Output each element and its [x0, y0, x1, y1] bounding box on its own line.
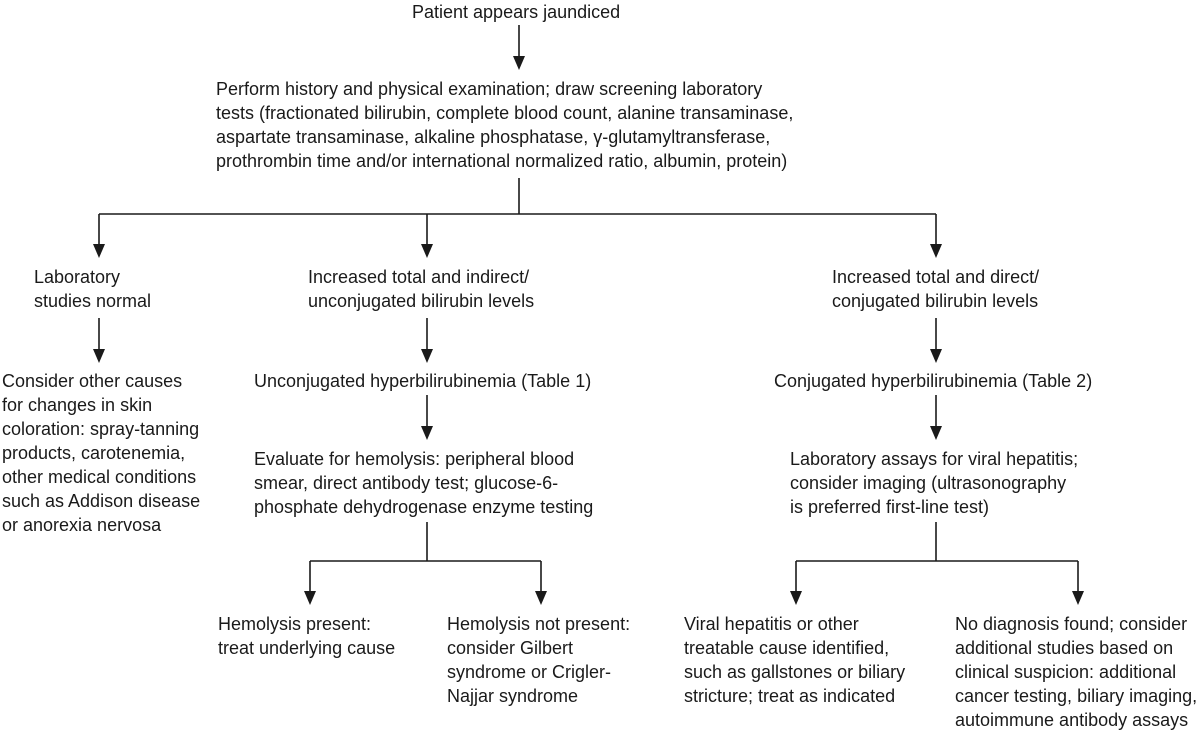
node-other-causes: Consider other causes for changes in ski… [2, 371, 201, 535]
arrow-to-indirect-arrowhead [421, 244, 433, 258]
node-conjugated: Conjugated hyperbilirubinemia (Table 2) [774, 371, 1093, 391]
arrow-unconjugated-to-hemolysis-eval-arrowhead [421, 426, 433, 440]
node-viral-assays: Laboratory assays for viral hepatitis; c… [790, 449, 1079, 517]
arrow-to-direct-arrowhead [930, 244, 942, 258]
arrow-indirect-to-unconjugated-arrowhead [421, 349, 433, 363]
arrow-to-no-diagnosis-arrowhead [1072, 591, 1084, 605]
node-hemolysis-present: Hemolysis present: treat underlying caus… [218, 614, 396, 658]
node-patient-jaundiced: Patient appears jaundiced [412, 2, 621, 22]
node-unconjugated: Unconjugated hyperbilirubinemia (Table 1… [254, 371, 592, 391]
arrow-normal-to-other-causes-arrowhead [93, 349, 105, 363]
arrow-direct-to-conjugated-arrowhead [930, 349, 942, 363]
node-labs-normal: Laboratory studies normal [34, 267, 152, 311]
node-indirect-bilirubin: Increased total and indirect/ unconjugat… [308, 267, 535, 311]
node-no-diagnosis: No diagnosis found; consider additional … [955, 614, 1198, 730]
arrow-to-labs-normal-arrowhead [93, 244, 105, 258]
node-direct-bilirubin: Increased total and direct/ conjugated b… [832, 267, 1040, 311]
node-viral-cause-identified: Viral hepatitis or other treatable cause… [684, 614, 906, 706]
arrow-to-hemolysis-present-arrowhead [304, 591, 316, 605]
arrow-start-to-workup-arrowhead [513, 56, 525, 70]
arrow-conjugated-to-viral-assays-arrowhead [930, 426, 942, 440]
arrow-to-hemolysis-not-present-arrowhead [535, 591, 547, 605]
node-hemolysis-eval: Evaluate for hemolysis: peripheral blood… [254, 449, 594, 517]
arrow-to-viral-found-arrowhead [790, 591, 802, 605]
node-history-exam-labs: Perform history and physical examination… [216, 79, 794, 171]
node-hemolysis-not-present: Hemolysis not present: consider Gilbert … [447, 614, 631, 706]
